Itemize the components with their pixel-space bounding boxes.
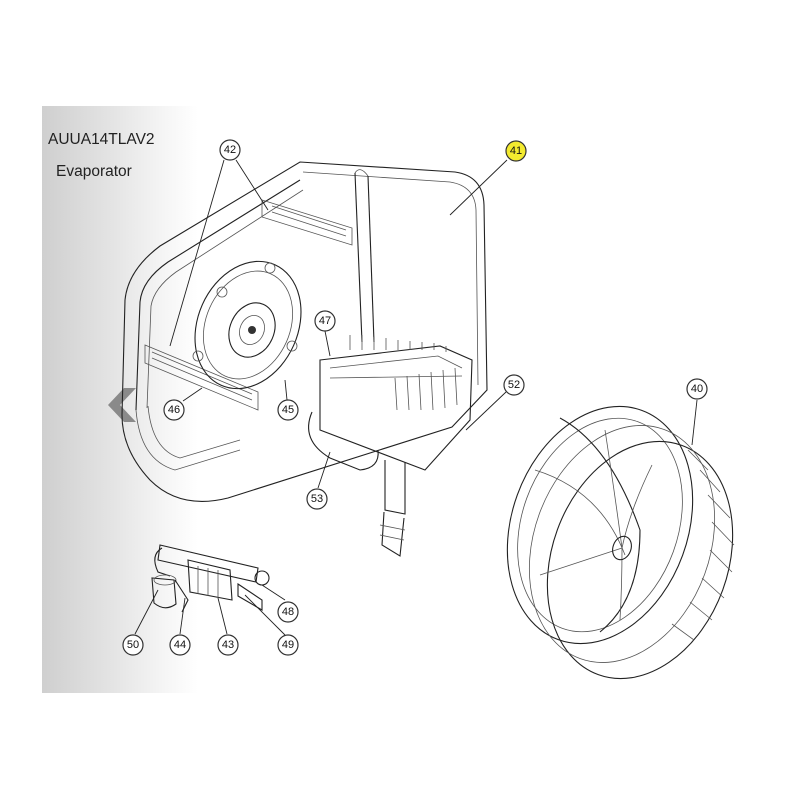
callout-50[interactable]: 50	[122, 634, 144, 656]
callout-43[interactable]: 43	[217, 634, 239, 656]
evaporator-housing	[121, 161, 488, 502]
callout-label: 48	[282, 606, 294, 618]
callout-44[interactable]: 44	[169, 634, 191, 656]
leader-lines	[134, 159, 698, 636]
callout-label: 42	[224, 144, 236, 156]
callout-label: 52	[508, 379, 520, 391]
callout-46[interactable]: 46	[163, 399, 185, 421]
callout-label: 45	[282, 404, 294, 416]
callout-53[interactable]: 53	[306, 488, 328, 510]
diagram-subtitle: Evaporator	[56, 163, 132, 180]
callout-label: 49	[282, 639, 294, 651]
callout-41[interactable]: 41	[505, 140, 527, 162]
callout-47[interactable]: 47	[314, 310, 336, 332]
callout-42[interactable]: 42	[219, 139, 241, 161]
callout-label: 50	[127, 639, 139, 651]
callout-52[interactable]: 52	[503, 374, 525, 396]
callout-label: 41	[510, 145, 522, 157]
valve-kit	[151, 544, 270, 613]
callout-label: 40	[691, 383, 703, 395]
callout-49[interactable]: 49	[277, 634, 299, 656]
fan-wheel	[506, 405, 735, 680]
callout-label: 44	[174, 639, 186, 651]
callout-label: 47	[319, 315, 331, 327]
motor-mount	[192, 260, 302, 390]
callout-label: 43	[222, 639, 234, 651]
callout-label: 53	[311, 493, 323, 505]
callout-48[interactable]: 48	[277, 601, 299, 623]
model-number: AUUA14TLAV2	[48, 131, 155, 148]
callout-45[interactable]: 45	[277, 399, 299, 421]
callout-40[interactable]: 40	[686, 378, 708, 400]
callout-label: 46	[168, 404, 180, 416]
manifold-assembly	[308, 335, 473, 557]
